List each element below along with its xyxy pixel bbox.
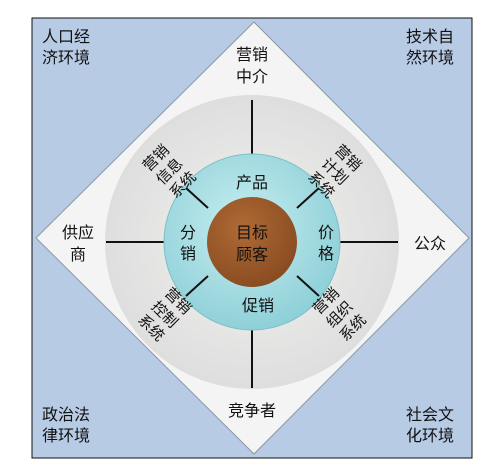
center-circle bbox=[207, 197, 297, 287]
corner-bottom-right-label: 社会文 化环境 bbox=[406, 405, 455, 445]
outer-top-label-2: 中介 bbox=[236, 67, 268, 86]
center-label-2: 顾客 bbox=[236, 245, 268, 264]
center-label-1: 目标 bbox=[236, 223, 268, 242]
divider-upper-left bbox=[185, 187, 209, 209]
inner-left-label-1: 分 bbox=[180, 223, 196, 242]
outer-bottom-label: 竞争者 bbox=[228, 401, 276, 420]
outer-right-label: 公众 bbox=[414, 234, 446, 253]
divider-lower-left bbox=[185, 275, 209, 297]
outer-top-label-1: 营销 bbox=[236, 45, 268, 64]
corner-top-left-label: 人口经 济环境 bbox=[42, 27, 91, 67]
outer-left-label-2: 商 bbox=[70, 245, 86, 264]
inner-bottom-label: 促销 bbox=[242, 296, 274, 315]
corner-bottom-left-label: 政治法 律环境 bbox=[42, 405, 91, 445]
corner-top-right-label: 技术自 然环境 bbox=[406, 27, 455, 67]
inner-left-label-2: 销 bbox=[180, 244, 196, 263]
inner-right-label-2: 格 bbox=[318, 244, 334, 263]
outer-left-label-1: 供应 bbox=[62, 223, 94, 242]
divider-upper-right bbox=[296, 187, 320, 209]
divider-lower-right bbox=[296, 275, 320, 297]
inner-top-label: 产品 bbox=[236, 173, 268, 192]
inner-right-label-1: 价 bbox=[318, 223, 334, 242]
